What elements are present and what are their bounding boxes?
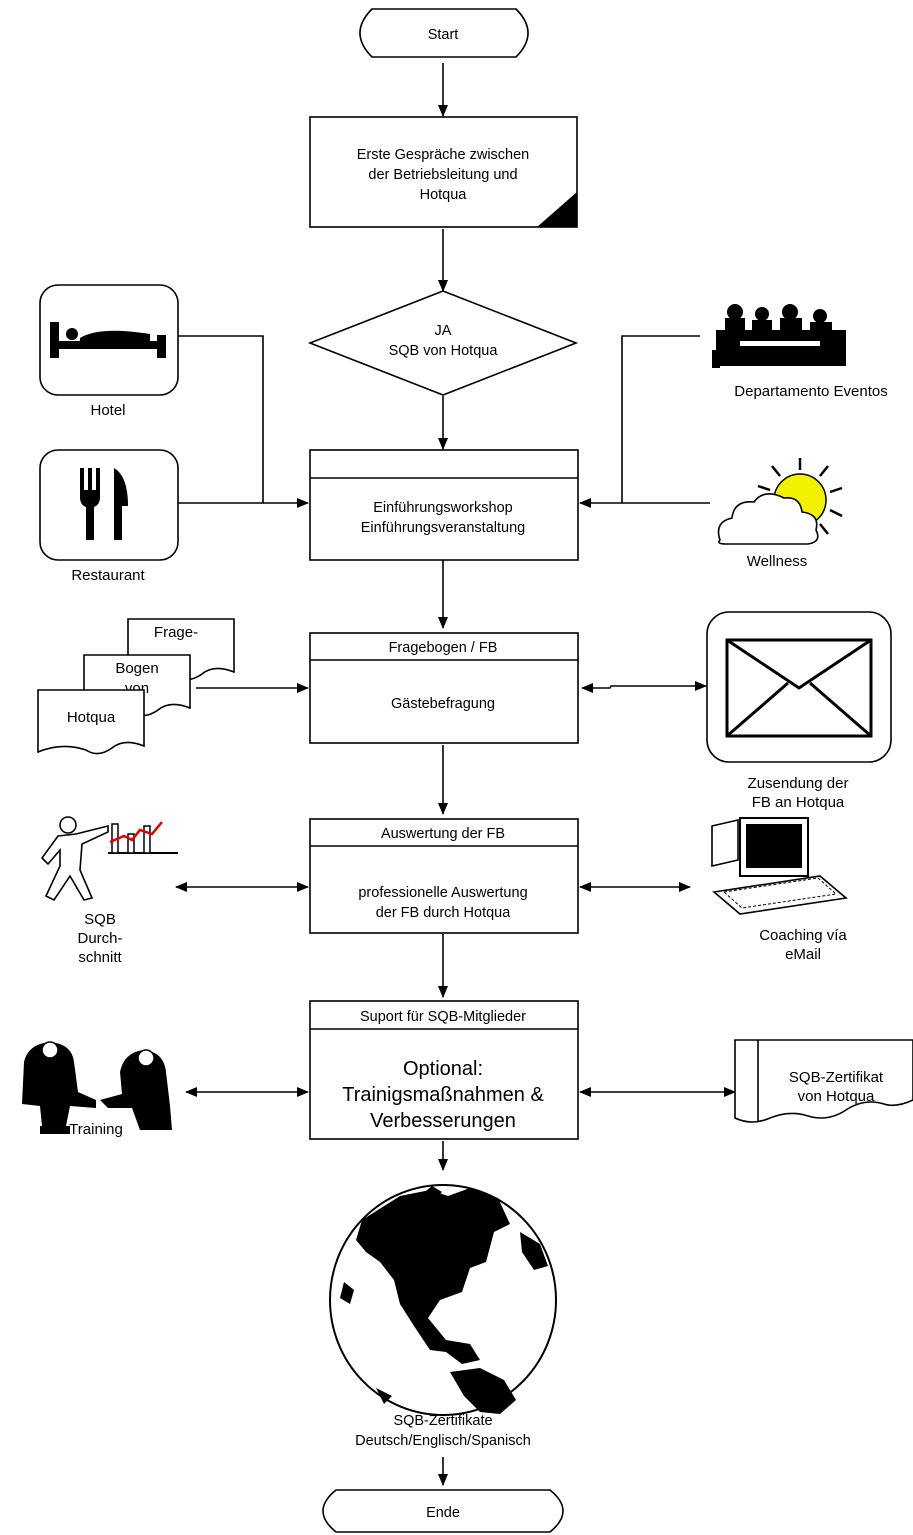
coaching-line-2: eMail (785, 946, 821, 963)
ausw-line-2: der FB durch Hotqua (376, 905, 512, 921)
einf-line-2: Einführungsveranstaltung (361, 520, 525, 536)
erste-line-2: der Betriebsleitung und (368, 167, 517, 183)
restaurant-label: Restaurant (71, 567, 145, 584)
zertifikat-line-1: SQB-Zertifikat (789, 1069, 884, 1086)
sun-cloud-icon (717, 458, 843, 545)
einf-line-1: Einführungsworkshop (373, 500, 512, 516)
erste-line-1: Erste Gespräche zwischen (357, 147, 529, 163)
suport-box: Suport für SQB-Mitglieder Optional: Trai… (309, 1000, 579, 1140)
auswertung-box: Auswertung der FB professionelle Auswert… (309, 818, 579, 934)
hotel-label: Hotel (90, 402, 125, 419)
suport-header: Suport für SQB-Mitglieder (360, 1009, 526, 1025)
docs-line-1: Frage- (154, 624, 198, 641)
erste-gespraeche-box: Erste Gespräche zwischen der Betriebslei… (309, 116, 578, 228)
training-label: Training (69, 1121, 123, 1138)
zusendung-line-2: FB an Hotqua (752, 794, 845, 811)
documents-icon: Frage- Bogen von Hotqua (37, 618, 235, 755)
globe-label-1: SQB-Zertifikate (393, 1413, 492, 1429)
presenter-chart-icon (40, 816, 178, 902)
certificate-icon (734, 1039, 913, 1123)
docs-line-4: Hotqua (67, 709, 116, 726)
handshake-icon (22, 1041, 172, 1134)
start-label: Start (428, 27, 459, 43)
coaching-line-1: Coaching vía (759, 927, 847, 944)
computer-icon (711, 817, 848, 915)
globe-icon (329, 1184, 557, 1416)
sqb-line-3: schnitt (78, 949, 122, 966)
fork-knife-icon (39, 449, 179, 561)
frage-body: Gästebefragung (391, 696, 495, 712)
suport-line-1: Optional: (403, 1058, 483, 1080)
suport-line-3: Verbesserungen (370, 1110, 516, 1132)
zertifikat-line-2: von Hotqua (798, 1088, 875, 1105)
eventos-label: Departamento Eventos (734, 383, 887, 400)
envelope-icon (706, 611, 892, 763)
ende-terminator: Ende (322, 1489, 564, 1533)
globe-label-2: Deutsch/Englisch/Spanisch (355, 1433, 531, 1449)
ausw-header: Auswertung der FB (381, 826, 505, 842)
ende-label: Ende (426, 1505, 460, 1521)
decision-line-1: JA (435, 323, 452, 339)
bed-icon (39, 284, 179, 396)
frage-header: Fragebogen / FB (389, 640, 498, 656)
ausw-line-1: professionelle Auswertung (358, 885, 527, 901)
sqb-line-2: Durch- (77, 930, 122, 947)
docs-line-2: Bogen (115, 660, 158, 677)
decision-line-2: SQB von Hotqua (389, 343, 499, 359)
zusendung-line-1: Zusendung der (748, 775, 849, 792)
fragebogen-box: Fragebogen / FB Gästebefragung (309, 632, 579, 744)
meeting-people-icon (712, 304, 846, 368)
suport-line-2: Trainigsmaßnahmen & (342, 1084, 544, 1106)
side-connectors (175, 335, 736, 1097)
einfuehrung-box: Einführungsworkshop Einführungsveranstal… (309, 449, 579, 561)
sqb-line-1: SQB (84, 911, 116, 928)
wellness-label: Wellness (747, 553, 808, 570)
start-terminator: Start (359, 8, 529, 58)
erste-line-3: Hotqua (420, 187, 468, 203)
decision-diamond: JA SQB von Hotqua (307, 290, 579, 396)
